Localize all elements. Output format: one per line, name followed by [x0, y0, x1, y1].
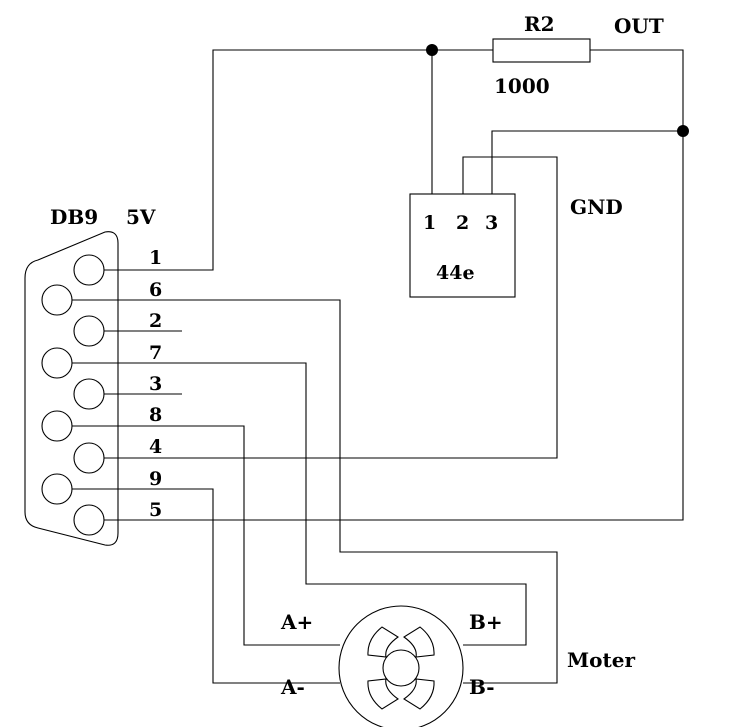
stepper-motor	[338, 605, 464, 727]
wire-pin1-vcc	[104, 49, 493, 271]
db9-pin-3	[73, 378, 105, 410]
resistor-value-label: 1000	[494, 74, 550, 98]
connector-voltage-label: 5V	[126, 205, 156, 229]
motor-terminal-b-minus: B-	[469, 675, 495, 699]
db9-pin-number: 2	[149, 310, 162, 332]
db9-pin-4	[73, 442, 105, 474]
db9-pin-number: 8	[149, 404, 162, 426]
ground-label: GND	[570, 195, 623, 219]
wire-out-rail	[104, 49, 684, 521]
db9-pin-number: 1	[149, 247, 162, 269]
db9-pin-8	[41, 410, 73, 442]
junction-dot	[426, 44, 438, 56]
sensor-pin-1-label: 1	[423, 212, 436, 234]
db9-connector-shell	[24, 231, 119, 546]
db9-pin-number: 7	[149, 342, 162, 364]
sensor-pin-2-label: 2	[456, 212, 469, 234]
resistor-name-label: R2	[524, 12, 555, 36]
db9-pin-number: 3	[149, 373, 162, 395]
motor-terminal-a-minus: A-	[280, 675, 305, 699]
db9-pin-7	[41, 347, 73, 379]
db9-pin-2	[73, 315, 105, 347]
motor-terminal-a-plus: A+	[280, 610, 313, 634]
wire-sensor-pin3	[491, 130, 683, 194]
db9-pin-1	[73, 254, 105, 286]
db9-pin-5	[73, 504, 105, 536]
wire-pin8-motor	[72, 425, 340, 646]
motor-label: Moter	[567, 648, 635, 672]
sensor-part-label: 44e	[436, 262, 475, 284]
resistor-r2	[492, 38, 591, 63]
output-label: OUT	[614, 14, 664, 38]
db9-pin-number: 4	[149, 436, 162, 458]
motor-terminal-b-plus: B+	[469, 610, 503, 634]
sensor-pin-3-label: 3	[485, 212, 498, 234]
wire-pin7-motor	[72, 362, 527, 646]
junction-dot	[677, 125, 689, 137]
db9-pin-number: 5	[149, 499, 162, 521]
db9-pin-9	[41, 473, 73, 505]
wire-pin6-motor	[72, 299, 558, 684]
connector-name-label: DB9	[50, 205, 98, 229]
wire-sensor-pin2-gnd	[104, 156, 558, 459]
db9-pin-number: 6	[149, 279, 162, 301]
db9-pin-number: 9	[149, 468, 162, 490]
db9-pin-6	[41, 284, 73, 316]
wire-pin9-motor	[72, 488, 340, 684]
